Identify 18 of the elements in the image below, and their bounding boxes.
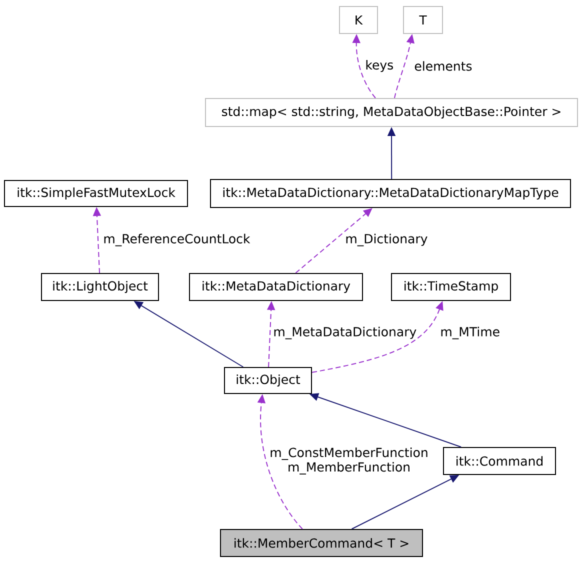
class-box: itk::SimpleFastMutexLock	[4, 180, 188, 207]
class-box: itk::MetaDataDictionary	[189, 273, 363, 301]
class-box: itk::MetaDataDictionary::MetaDataDictionaryMapType	[210, 179, 571, 208]
class-box: std::map< std::string, MetaDataObjectBase::Pointer >	[205, 98, 578, 127]
class-box: K	[339, 6, 378, 34]
edge-label: m_MetaDataDictionary	[274, 326, 416, 340]
class-box: itk::TimeStamp	[391, 273, 511, 301]
class-box: itk::Object	[224, 367, 312, 394]
class-box: itk::MemberCommand< T >	[220, 529, 423, 557]
class-box: itk::Command	[443, 447, 556, 475]
class-box: T	[403, 6, 443, 34]
edge-label: elements	[414, 61, 472, 71]
edge-label: m_ConstMemberFunction m_MemberFunction	[270, 448, 428, 474]
edge-label: m_MTime	[441, 326, 500, 340]
edge-label: m_Dictionary	[346, 234, 428, 246]
edge-label: keys	[366, 60, 393, 72]
class-box: itk::LightObject	[41, 273, 159, 301]
edge-label: m_ReferenceCountLock	[104, 234, 250, 246]
